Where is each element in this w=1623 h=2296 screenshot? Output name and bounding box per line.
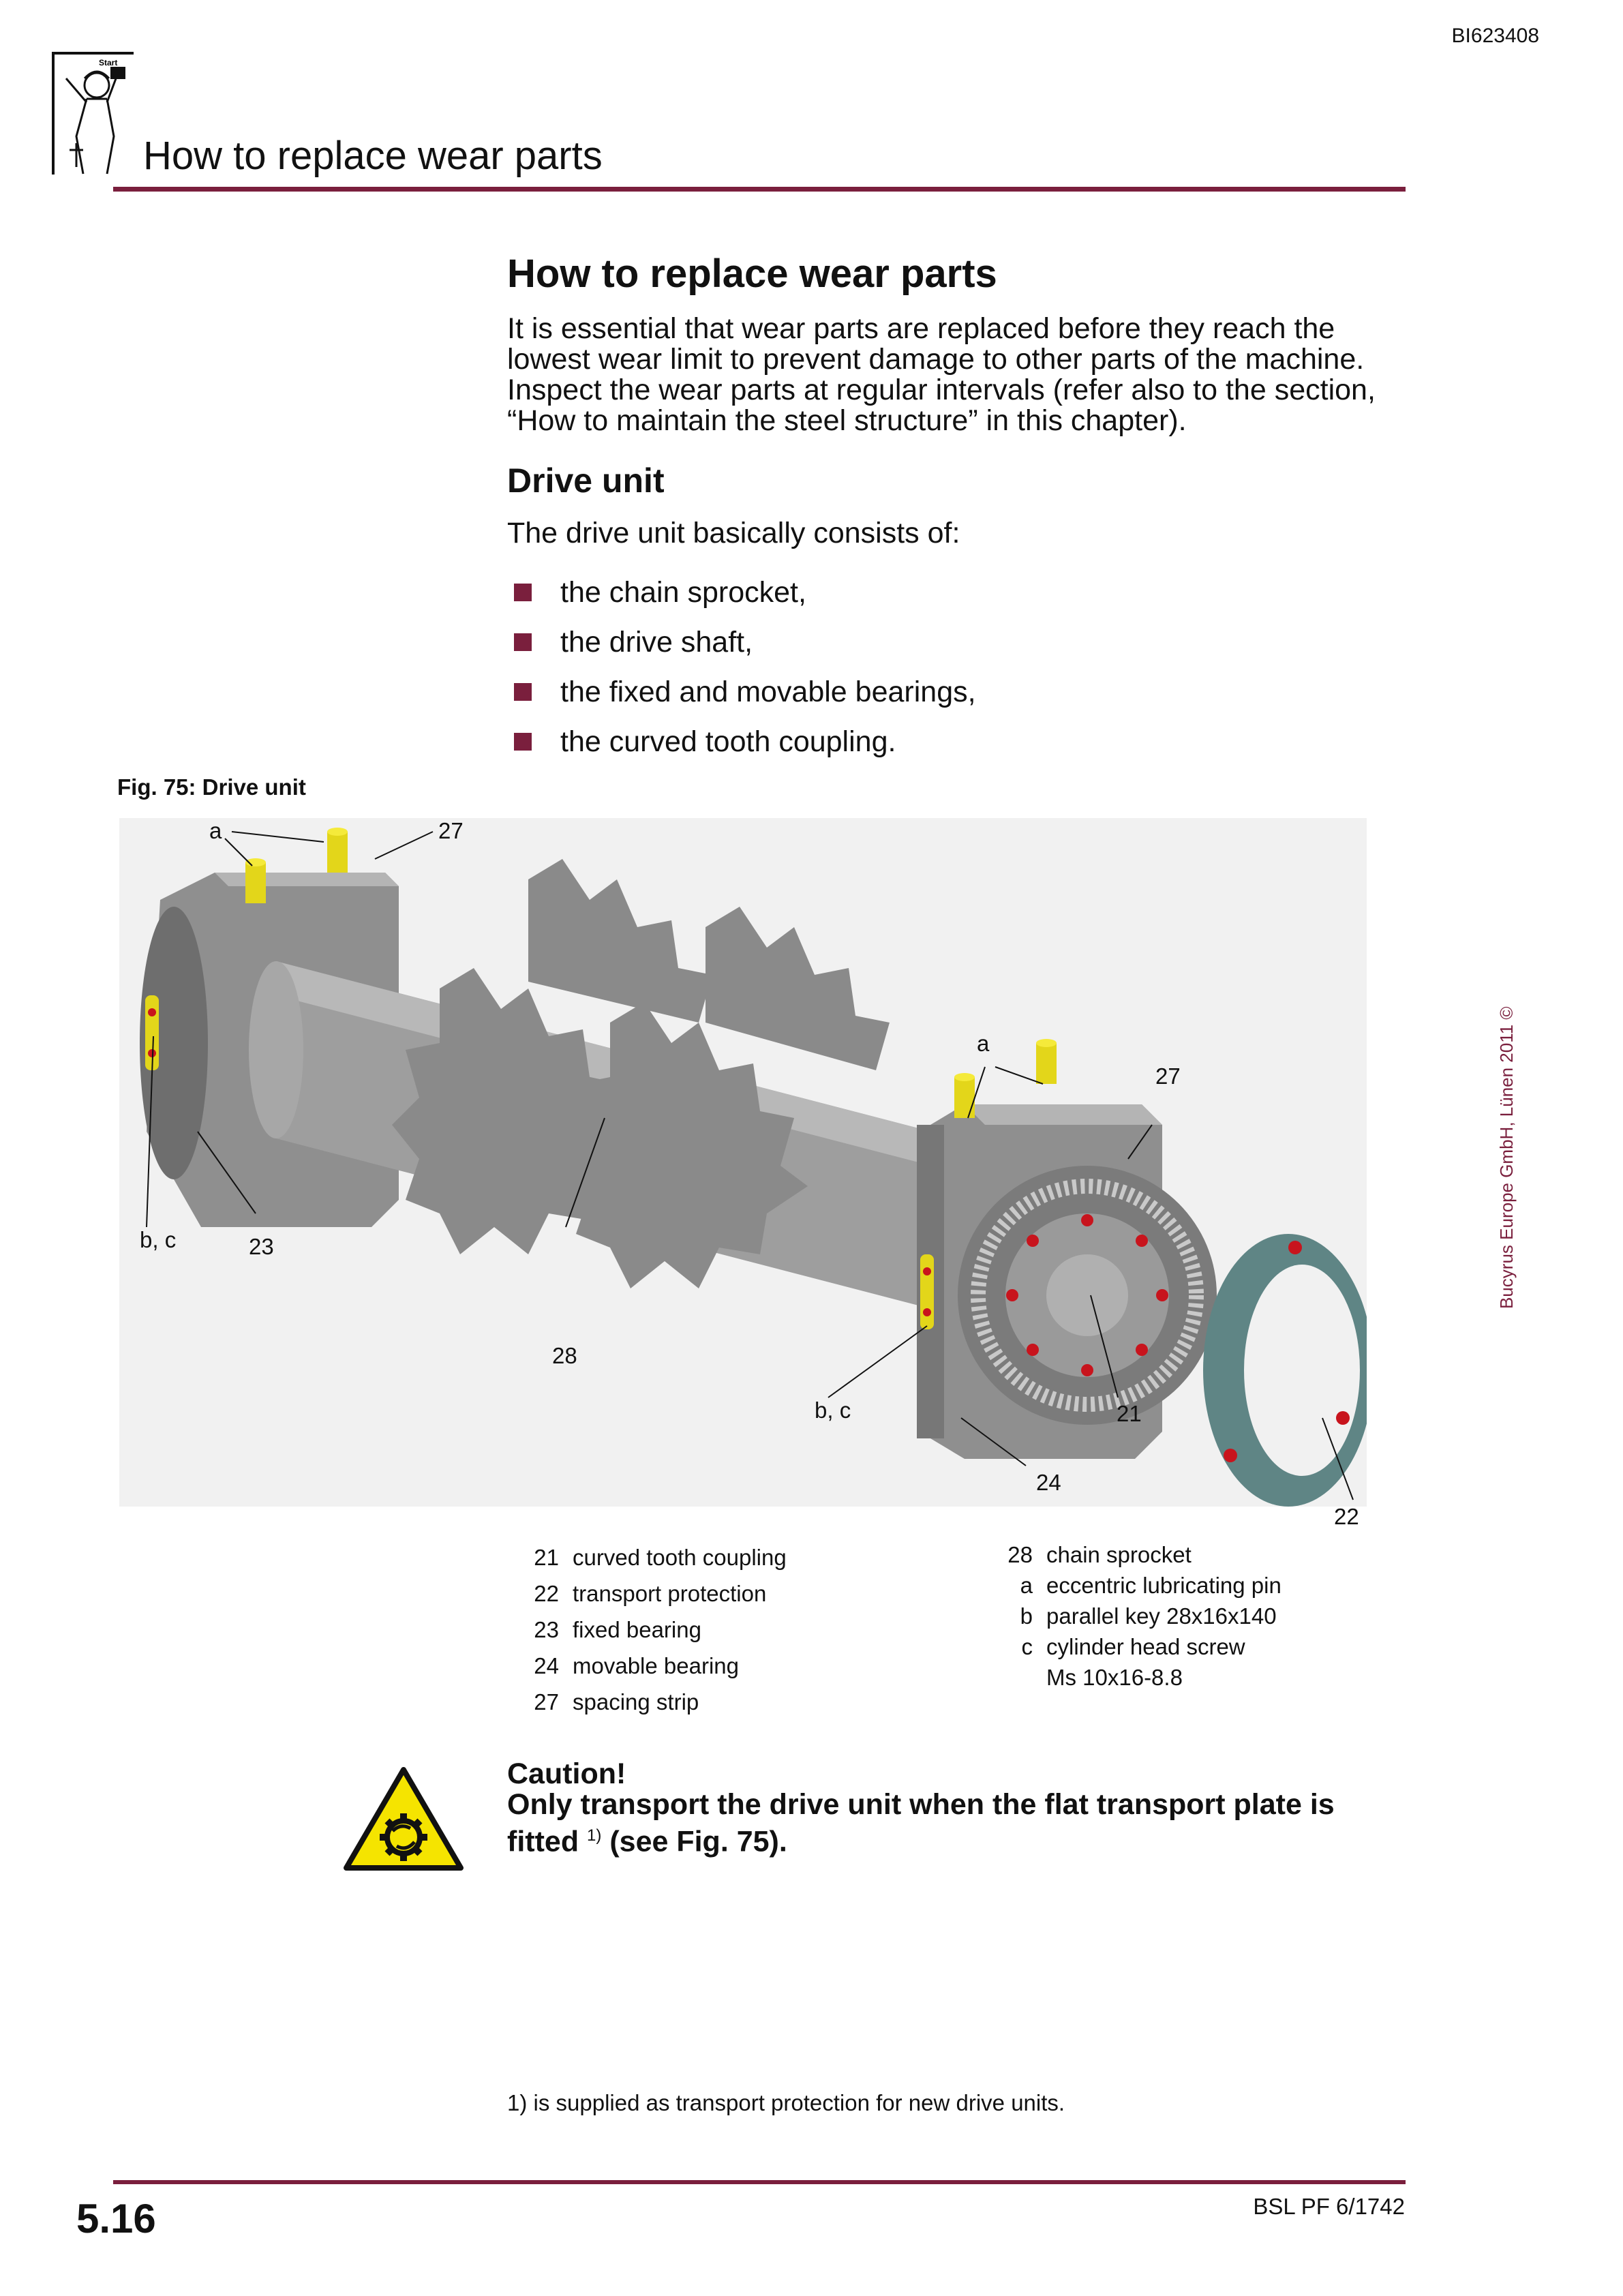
list-item: the chain sprocket,: [507, 567, 976, 617]
warning-gear-icon: [344, 1767, 464, 1871]
footnote: 1) is supplied as transport protection f…: [507, 2090, 1065, 2115]
callout-a-left: a: [209, 818, 222, 843]
component-list: the chain sprocket, the drive shaft, the…: [507, 567, 976, 766]
footer-rule: [113, 2180, 1406, 2184]
header-rule: [113, 187, 1406, 192]
copyright-notice: Bucyrus Europe GmbH, Lünen 2011 ©: [1496, 1006, 1517, 1309]
callout-bc-right: b, c: [815, 1398, 851, 1423]
section-intro: The drive unit basically consists of:: [507, 517, 960, 549]
header-title: How to replace wear parts: [143, 134, 603, 178]
drive-unit-figure: a 27 a 27 b, c 23 28 b, c 21 24 22: [119, 818, 1367, 1529]
callout-27-right: 27: [1155, 1063, 1181, 1089]
bullet-square-icon: [514, 583, 532, 601]
page-number: 5.16: [76, 2196, 156, 2241]
caution-heading: Caution!: [507, 1757, 626, 1790]
caution-text: Only transport the drive unit when the f…: [507, 1788, 1335, 1858]
svg-text:Start: Start: [99, 58, 117, 67]
document-id: BI623408: [1451, 25, 1539, 47]
callout-24: 24: [1036, 1470, 1061, 1495]
bullet-square-icon: [514, 682, 532, 701]
callout-22: 22: [1334, 1504, 1359, 1529]
callout-23: 23: [249, 1234, 274, 1259]
list-item: the drive shaft,: [507, 617, 976, 667]
figure-caption: Fig. 75: Drive unit: [117, 774, 306, 800]
worker-start-icon: Start: [52, 52, 134, 175]
legend-row: Ms 10x16-8.8: [1046, 1664, 1183, 1690]
callout-27-left: 27: [438, 818, 464, 843]
bullet-square-icon: [514, 732, 532, 751]
callout-28: 28: [552, 1343, 577, 1368]
document-reference: BSL PF 6/1742: [1253, 2194, 1405, 2219]
callout-a-right: a: [977, 1031, 990, 1056]
bullet-square-icon: [514, 633, 532, 651]
caution-notice: Caution! Only transport the drive unit w…: [507, 1759, 1414, 1857]
section-title: Drive unit: [507, 462, 665, 500]
page-title: How to replace wear parts: [507, 252, 997, 296]
callout-bc-left: b, c: [140, 1227, 176, 1252]
list-item: the curved tooth coupling.: [507, 716, 976, 766]
list-item: the fixed and movable bearings,: [507, 667, 976, 716]
callout-21: 21: [1117, 1401, 1142, 1426]
intro-paragraph: It is essential that wear parts are repl…: [507, 312, 1376, 437]
